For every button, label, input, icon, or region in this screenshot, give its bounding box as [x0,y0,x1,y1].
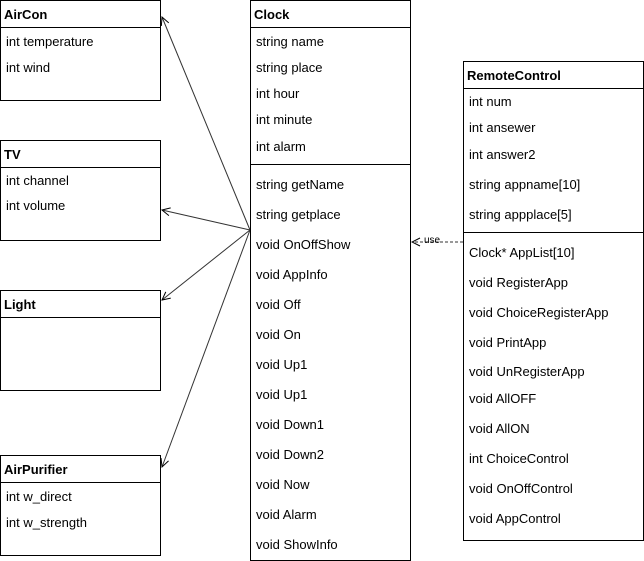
class-airpurifier-divider [1,482,160,483]
class-clock-method: void Up1 [256,387,308,402]
class-aircon-divider [1,27,160,28]
class-clock-method: void Alarm [256,507,317,522]
class-remotecontrol[interactable]: RemoteControl int num int ansewer int an… [463,61,644,541]
class-clock-method: void OnOffShow [256,237,351,252]
class-clock-method: void On [256,327,301,342]
class-light-divider [1,317,160,318]
arrow-clock-to-light [162,229,251,300]
class-clock-method: string getName [256,177,345,192]
class-clock-attribute: string place [256,60,323,75]
class-airpurifier[interactable]: AirPurifier int w_direct int w_strength [0,455,161,556]
class-remotecontrol-attribute: string appname[10] [469,177,581,192]
class-remotecontrol-method: void AllOFF [469,391,537,406]
class-aircon-attribute: int temperature [6,34,94,49]
class-remotecontrol-title-divider [464,88,643,89]
class-remotecontrol-method: Clock* AppList[10] [469,245,575,260]
class-remotecontrol-title: RemoteControl [467,68,561,83]
class-clock-method: void Down2 [256,447,324,462]
class-airpurifier-attribute: int w_direct [6,489,72,504]
class-remotecontrol-method: void PrintApp [469,335,547,350]
class-airpurifier-title: AirPurifier [4,462,68,477]
class-remotecontrol-method: void ChoiceRegisterApp [469,305,609,320]
class-tv-title: TV [4,147,21,162]
class-aircon[interactable]: AirCon int temperature int wind [0,0,161,101]
class-remotecontrol-method: int ChoiceControl [469,451,569,466]
class-clock-title-divider [251,27,410,28]
class-tv[interactable]: TV int channel int volume [0,140,161,241]
class-clock-method-divider [251,164,410,165]
class-clock[interactable]: Clock string name string place int hour … [250,0,411,561]
class-clock-attribute: int minute [256,112,313,127]
class-clock-attribute: int hour [256,86,300,101]
arrow-clock-to-airpurifier [162,229,251,467]
class-remotecontrol-method: void AppControl [469,511,561,526]
class-remotecontrol-attribute: int num [469,94,512,109]
arrow-clock-to-tv [162,210,251,231]
class-remotecontrol-method: void UnRegisterApp [469,364,585,379]
arrow-clock-to-aircon [162,17,251,231]
class-clock-method: void Off [256,297,301,312]
class-clock-attribute: int alarm [256,139,306,154]
class-remotecontrol-method: void RegisterApp [469,275,568,290]
class-tv-attribute: int volume [6,198,66,213]
class-remotecontrol-attribute: int ansewer [469,120,536,135]
class-clock-title: Clock [254,7,290,22]
class-clock-method: void Down1 [256,417,324,432]
class-remotecontrol-method: void AllON [469,421,530,436]
use-label: use [424,235,441,246]
class-clock-method: void Now [256,477,310,492]
class-clock-method: void AppInfo [256,267,328,282]
class-aircon-attribute: int wind [6,60,51,75]
class-light-title: Light [4,297,36,312]
class-remotecontrol-attribute: int answer2 [469,147,536,162]
class-clock-method: void ShowInfo [256,537,338,552]
class-remotecontrol-attribute: string appplace[5] [469,207,572,222]
class-aircon-title: AirCon [4,7,48,22]
class-remotecontrol-method-divider [464,232,643,233]
class-remotecontrol-method: void OnOffControl [469,481,573,496]
class-airpurifier-attribute: int w_strength [6,515,87,530]
class-light[interactable]: Light [0,290,161,391]
class-clock-attribute: string name [256,34,324,49]
class-clock-method: string getplace [256,207,341,222]
class-tv-attribute: int channel [6,173,69,188]
class-clock-method: void Up1 [256,357,308,372]
class-tv-divider [1,167,160,168]
